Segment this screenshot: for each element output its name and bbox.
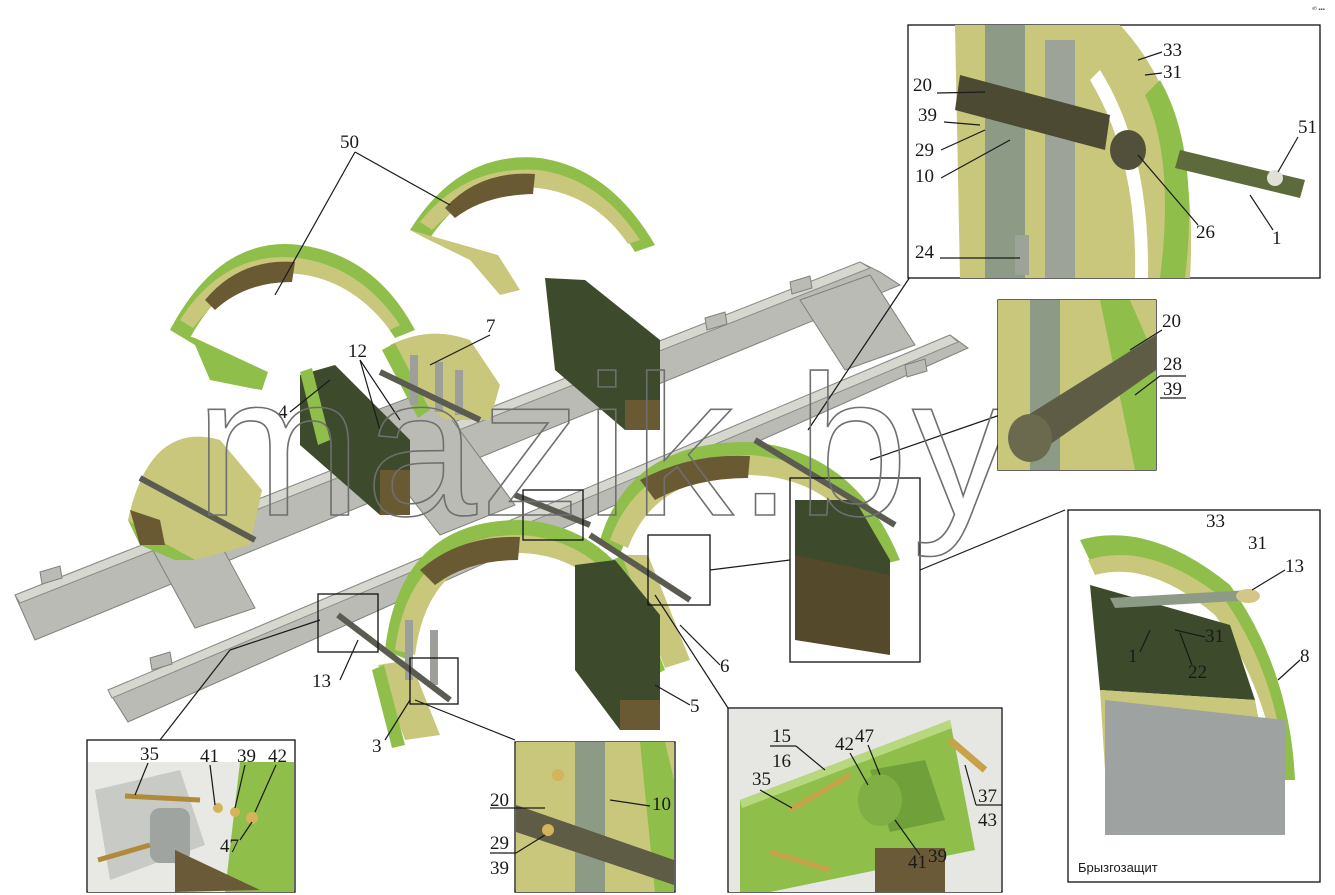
inset-br-37: 37 [978,786,997,807]
fender-50-left [170,244,415,390]
inset-br-47: 47 [855,726,874,747]
inset-bl-39: 39 [237,746,256,767]
inset-mid: 20 28 39 [997,299,1186,471]
inset-br-35: 35 [752,769,771,790]
label-5: 5 [690,696,700,717]
inset-top-33: 33 [1163,40,1182,61]
inset-mid-28: 28 [1163,354,1182,375]
label-3: 3 [372,736,382,757]
inset-right-8: 8 [1300,646,1310,667]
fender-left-side [128,436,262,560]
corner-mark: ᵃᴮ ▪▪▪ [1312,6,1325,13]
inset-top-24: 24 [915,242,935,263]
inset-right: 33 31 13 31 1 22 8 Брызгозащит [1067,509,1321,883]
detail-frames [159,276,1066,741]
inset-top-29: 29 [915,140,934,161]
brackets [138,369,897,703]
inset-right-31b: 31 [1205,626,1224,647]
inset-mid-20: 20 [1162,311,1181,332]
inset-bl-35: 35 [140,744,159,765]
inset-bottom-right: 15 16 42 47 35 37 43 41 39 [727,707,1003,893]
inset-bottom-left: 35 41 39 42 47 [86,739,296,893]
inset-top-1: 1 [1272,228,1282,249]
inset-br-16: 16 [772,751,791,772]
inset-top-10: 10 [915,166,934,187]
main-callouts: 50 7 12 4 13 3 5 6 [274,132,730,757]
inset-br-43: 43 [978,810,997,831]
inset-bottom-center: 20 10 29 39 [490,741,676,893]
inset-top-51: 51 [1298,117,1317,138]
fender-7 [382,333,500,420]
label-7: 7 [486,316,496,337]
inset-bl-42: 42 [268,746,287,767]
inset-bl-41: 41 [200,746,219,767]
inset-right-31a: 31 [1248,533,1267,554]
inset-right-1: 1 [1128,646,1138,667]
inset-br-42: 42 [835,734,854,755]
watermark: mazik.by [195,335,1016,558]
inset-bc-29: 29 [490,833,509,854]
inset-right-22: 22 [1188,662,1207,683]
inset-top: 33 31 20 39 29 10 26 51 1 24 [907,24,1321,279]
inset-caption: Брызгозащит [1078,860,1158,875]
label-6: 6 [720,656,730,677]
inset-top-39: 39 [918,105,937,126]
inset-bc-20: 20 [490,790,509,811]
label-4: 4 [278,402,288,423]
inset-bc-10: 10 [652,794,671,815]
rear-mudflaps [300,278,660,515]
inset-br-15: 15 [772,726,791,747]
label-13: 13 [312,671,331,692]
fender-50-right [410,157,655,295]
inset-br-39: 39 [928,846,947,867]
inset-mid-39: 39 [1163,379,1182,400]
inset-top-20: 20 [913,75,932,96]
inset-top-31: 31 [1163,62,1182,83]
inset-right-33: 33 [1206,511,1225,532]
label-50: 50 [340,132,359,153]
inset-top-26: 26 [1196,222,1215,243]
front-mudflaps [575,500,890,730]
inset-right-13: 13 [1285,556,1304,577]
inset-bc-39: 39 [490,858,509,879]
label-12: 12 [348,341,367,362]
inset-br-41: 41 [908,852,927,873]
inset-bl-47: 47 [220,836,239,857]
